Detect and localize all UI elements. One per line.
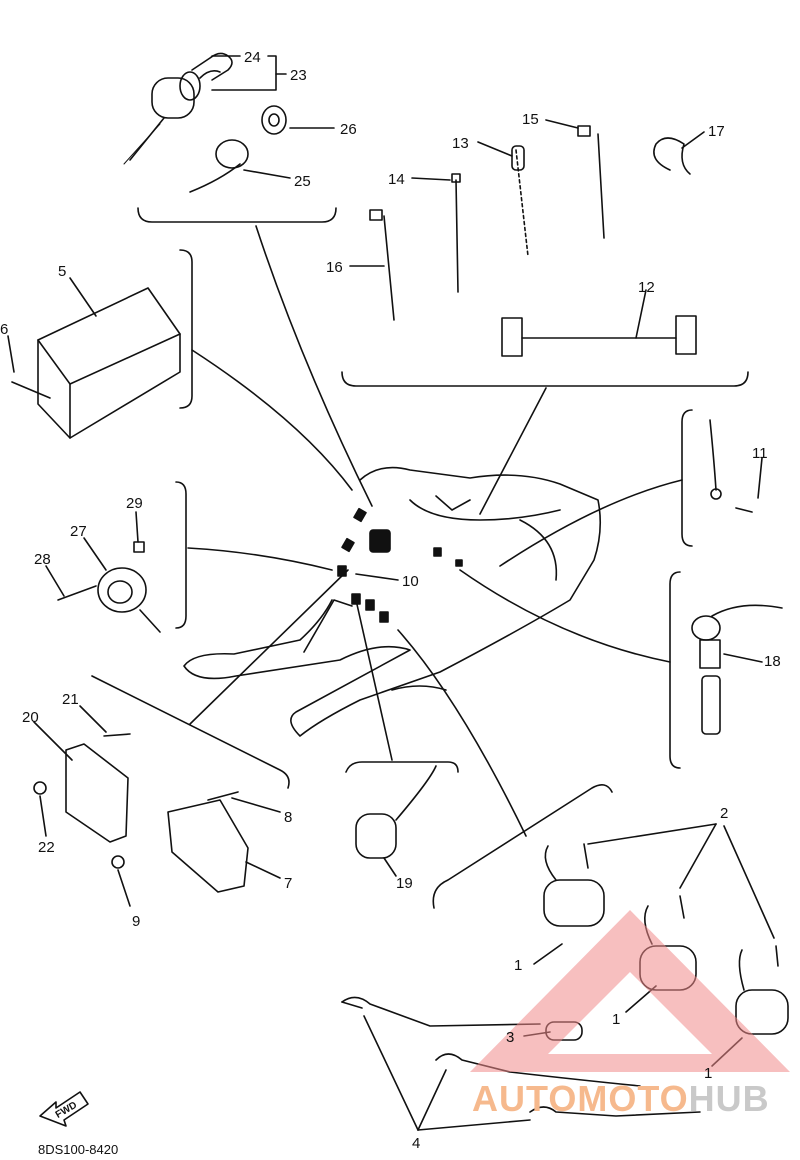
callout-23: 23 [290, 67, 307, 84]
callout-1c: 1 [704, 1065, 712, 1082]
callout-24: 24 [244, 49, 261, 66]
callout-1a: 1 [514, 957, 522, 974]
callout-7: 7 [284, 875, 292, 892]
callout-20: 20 [22, 709, 39, 726]
document-code: 8DS100-8420 [38, 1142, 119, 1157]
callout-29: 29 [126, 495, 143, 512]
bracket-sensor [175, 481, 187, 629]
callout-21: 21 [62, 691, 79, 708]
callout-18: 18 [764, 653, 781, 670]
callout-9: 9 [132, 913, 140, 930]
bracket-top-left [137, 207, 337, 223]
callout-19: 19 [396, 875, 413, 892]
callout-22: 22 [38, 839, 55, 856]
callout-17: 17 [708, 123, 725, 140]
callout-25: 25 [294, 173, 311, 190]
callout-27: 27 [70, 523, 87, 540]
bracket-19 [345, 761, 459, 773]
callout-3: 3 [506, 1029, 514, 1046]
callout-1b: 1 [612, 1011, 620, 1028]
watermark-text: AUTOMOTOHUB [472, 1078, 770, 1120]
bracket-right-11 [681, 409, 693, 547]
callout-14: 14 [388, 171, 405, 188]
watermark-logo-icon [470, 910, 790, 1072]
bracket-top-right [341, 371, 749, 387]
callout-28: 28 [34, 551, 51, 568]
callout-16: 16 [326, 259, 343, 276]
watermark-part1: AUTOMOTO [472, 1078, 689, 1119]
callout-2: 2 [720, 805, 728, 822]
bracket-ecu [179, 249, 193, 409]
bracket-right-18 [669, 571, 681, 769]
callout-12: 12 [638, 279, 655, 296]
callout-26: 26 [340, 121, 357, 138]
bracket-coils [432, 784, 613, 909]
callout-15: 15 [522, 111, 539, 128]
bracket-left-bottom [91, 675, 290, 789]
callout-6: 6 [0, 321, 8, 338]
callout-4: 4 [412, 1135, 420, 1152]
callout-13: 13 [452, 135, 469, 152]
callout-8: 8 [284, 809, 292, 826]
callout-10: 10 [402, 573, 419, 590]
callout-11: 11 [752, 445, 768, 462]
callout-5: 5 [58, 263, 66, 280]
watermark-part2: HUB [688, 1078, 770, 1119]
